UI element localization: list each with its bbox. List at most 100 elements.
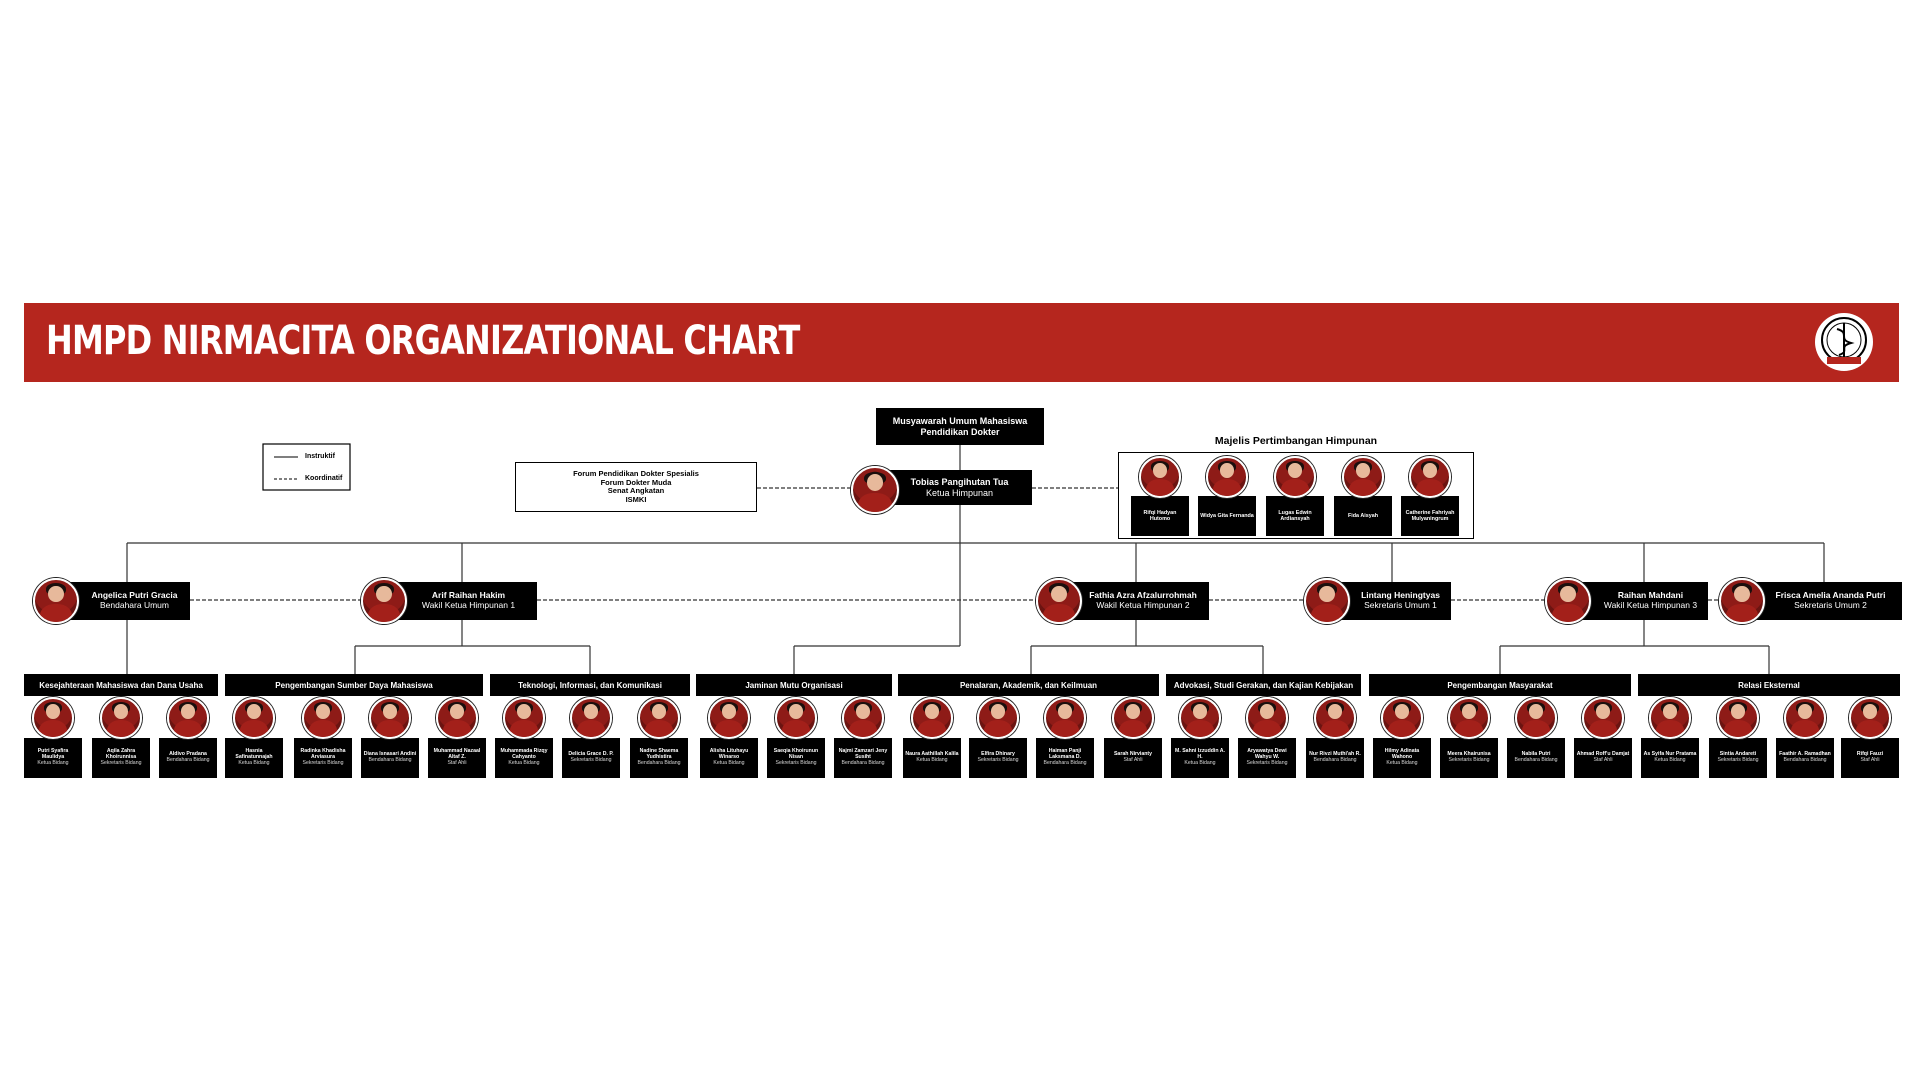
- member-role: Sekretaris Bidang: [1717, 757, 1759, 763]
- member-avatar: [638, 697, 680, 739]
- majelis-member-box: Rifqi Hadyan Hutomo: [1131, 496, 1189, 536]
- majelis-member-box: Catherine Fahriyah Mulyaningrum: [1401, 496, 1459, 536]
- department-header: Advokasi, Studi Gerakan, dan Kajian Kebi…: [1166, 674, 1361, 696]
- officer-name: Lintang Heningtyas: [1361, 590, 1440, 601]
- member-name: Delicia Grace D. P.: [568, 751, 614, 758]
- officer-name: Raihan Mahdani: [1617, 590, 1684, 601]
- member-name: As Syifa Nur Pratama: [1643, 751, 1697, 758]
- member-avatar: [361, 578, 407, 624]
- member-avatar: [32, 697, 74, 739]
- member-role: Staf Ahli: [447, 759, 467, 766]
- member-name: Ahmad Roff'u Damjat: [1576, 751, 1630, 758]
- member-avatar: [1274, 456, 1316, 498]
- member-name: Alisha Lituhayu Winarso: [709, 748, 749, 761]
- ketua-box: Tobias Pangihutan Tua Ketua Himpunan: [875, 470, 1032, 505]
- officer-role: Wakil Ketua Himpunan 3: [1603, 600, 1698, 610]
- department-header: Kesejahteraan Mahasiswa dan Dana Usaha: [24, 674, 218, 696]
- officer-name: Frisca Amelia Ananda Putri: [1775, 590, 1886, 601]
- member-avatar: [33, 578, 79, 624]
- member-box: Haiman Panji Laksmana D.Bendahara Bidang: [1036, 738, 1094, 778]
- member-role: Sekretaris Bidang: [1448, 757, 1490, 763]
- member-name: Aqila Zahra Khoirunnisa: [105, 748, 137, 761]
- member-name: Hilmy Adinata Wahono: [1384, 748, 1420, 761]
- majelis-member-box: Fida Aisyah: [1334, 496, 1392, 536]
- member-name: Lugas Edwin Ardiansyah: [1278, 509, 1312, 522]
- majelis-member-box: Widya Gita Fernanda: [1198, 496, 1256, 536]
- member-avatar: [1206, 456, 1248, 498]
- member-avatar: [436, 697, 478, 739]
- member-name: Faathir A. Ramadhan: [1779, 751, 1831, 758]
- member-avatar: [1582, 697, 1624, 739]
- officer-name: Fathia Azra Afzalurrohmah: [1089, 590, 1197, 601]
- ketua-avatar: [851, 466, 899, 514]
- member-box: Muhammad Nazaal Altaf Z.Staf Ahli: [428, 738, 486, 778]
- member-name: Widya Gita Fernanda: [1200, 512, 1254, 519]
- member-name: Rifqi Hadyan Hutomo: [1143, 509, 1177, 522]
- member-avatar: [1342, 456, 1384, 498]
- member-box: Nur Rivzi Muthi'ah R.Bendahara Bidang: [1306, 738, 1364, 778]
- department-header: Pengembangan Sumber Daya Mahasiswa: [225, 674, 483, 696]
- officer-role: Wakil Ketua Himpunan 2: [1096, 600, 1190, 610]
- forum-box: Forum Pendidikan Dokter Spesialis Forum …: [515, 462, 757, 512]
- member-avatar: [977, 697, 1019, 739]
- forum-line: Senat Angkatan: [607, 486, 665, 496]
- legend-solid-label: Instruktif: [305, 453, 335, 460]
- member-role: Bendahara Bidang: [368, 757, 412, 763]
- member-name: Muhammad Nazaal Altaf Z.: [433, 748, 481, 761]
- member-avatar: [1784, 697, 1826, 739]
- member-role: Ketua Bidang: [238, 759, 270, 766]
- member-name: Nabila Putri: [1521, 751, 1551, 758]
- member-name: Muhammada Rizqy Cahyanto: [500, 748, 548, 761]
- header-banner: HMPD NIRMACITA ORGANIZATIONAL CHART: [24, 303, 1899, 382]
- member-name: Meera Khairunisa: [1447, 751, 1491, 758]
- member-name: Catherine Fahriyah Mulyaningrum: [1405, 509, 1455, 522]
- officer-role: Sekretaris Umum 2: [1794, 600, 1867, 610]
- officer-role: Wakil Ketua Himpunan 1: [421, 600, 516, 610]
- member-role: Ketua Bidang: [1184, 759, 1216, 766]
- member-avatar: [1649, 697, 1691, 739]
- forum-line: ISMKI: [625, 494, 647, 504]
- member-avatar: [503, 697, 545, 739]
- forum-line: Forum Dokter Muda: [600, 477, 672, 487]
- member-role: Ketua Bidang: [508, 759, 540, 766]
- musyawarah-box: Musyawarah Umum Mahasiswa Pendidikan Dok…: [876, 408, 1044, 445]
- member-role: Sekretaris Bidang: [775, 759, 817, 766]
- member-avatar: [1036, 578, 1082, 624]
- member-box: Aryawatya Dewi Wahyu W.Sekretaris Bidang: [1238, 738, 1296, 778]
- member-avatar: [1112, 697, 1154, 739]
- member-role: Ketua Bidang: [1386, 759, 1418, 766]
- member-role: Sekretaris Bidang: [570, 757, 612, 763]
- officer-role: Bendahara Umum: [100, 600, 169, 610]
- member-role: Staf Ahli: [1860, 757, 1880, 763]
- member-name: Hasnia Safinatunnajah: [235, 748, 273, 761]
- member-name: Naura Aathillah Kalila: [905, 751, 959, 758]
- member-avatar: [1515, 697, 1557, 739]
- member-avatar: [708, 697, 750, 739]
- member-avatar: [1448, 697, 1490, 739]
- member-role: Bendahara Bidang: [841, 759, 885, 766]
- member-avatar: [1139, 456, 1181, 498]
- member-avatar: [1314, 697, 1356, 739]
- member-avatar: [1719, 578, 1765, 624]
- department-header: Relasi Eksternal: [1638, 674, 1900, 696]
